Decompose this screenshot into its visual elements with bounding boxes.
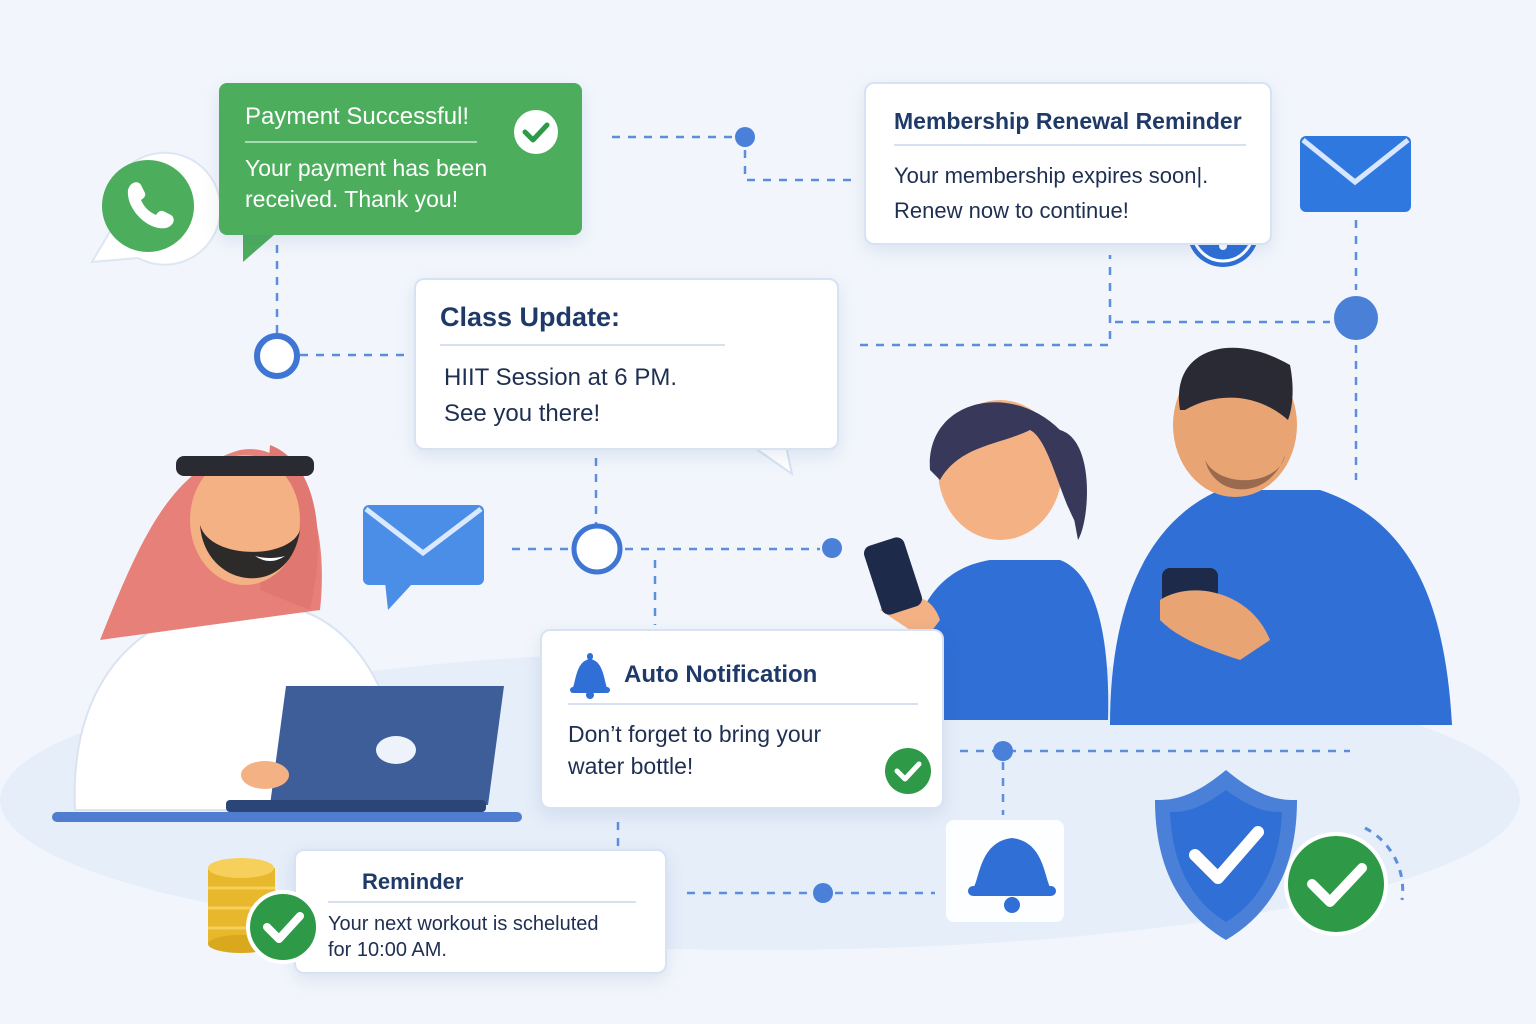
renewal-title: Membership Renewal Reminder xyxy=(894,108,1242,134)
class-bubble-tail xyxy=(748,445,794,477)
check-icon xyxy=(246,890,320,964)
check-icon xyxy=(514,110,558,154)
auto-notification-line-1: Don’t forget to bring your xyxy=(568,721,822,747)
divider xyxy=(568,703,918,705)
divider xyxy=(894,144,1246,146)
payment-line-1: Your payment has been xyxy=(245,155,488,181)
payment-success-card: Payment Successful! Your payment has bee… xyxy=(219,83,582,235)
man-with-laptop-figure xyxy=(52,445,522,822)
auto-notification-card: Auto Notification Don’t forget to bring … xyxy=(540,629,944,809)
payment-message: Your payment has been received. Thank yo… xyxy=(245,153,487,214)
membership-renewal-card: Membership Renewal Reminder Your members… xyxy=(864,82,1272,245)
payment-bubble-tail xyxy=(243,228,282,262)
divider xyxy=(328,901,636,903)
reminder-title: Reminder xyxy=(362,869,464,894)
renewal-line-2: Renew now to continue! xyxy=(894,198,1129,224)
connector-lines xyxy=(275,135,1358,895)
reminder-line-1: Your next workout is scheluted xyxy=(328,913,599,935)
check-icon xyxy=(885,748,931,794)
class-update-message: HIIT Session at 6 PM. See you there! xyxy=(444,360,677,432)
reminder-message: Your next workout is scheluted for 10:00… xyxy=(328,911,599,963)
check-icon xyxy=(1284,826,1405,936)
auto-notification-line-2: water bottle! xyxy=(568,752,694,779)
payment-title: Payment Successful! xyxy=(245,103,470,130)
connector-nodes xyxy=(254,127,1378,903)
woman-with-phone-figure xyxy=(863,400,1109,720)
divider xyxy=(245,141,477,143)
email-icon xyxy=(1300,136,1411,212)
divider xyxy=(440,344,725,346)
auto-notification-title: Auto Notification xyxy=(624,661,818,688)
class-update-line-2: See you there! xyxy=(444,400,601,427)
whatsapp-icon xyxy=(90,151,222,266)
workout-reminder-card: Reminder Your next workout is scheluted … xyxy=(294,849,667,974)
email-bubble-icon xyxy=(363,505,484,610)
bell-icon xyxy=(570,653,610,699)
bell-icon xyxy=(946,820,1064,922)
payment-line-2: received. Thank you! xyxy=(245,185,459,212)
class-update-card: Class Update: HIIT Session at 6 PM. See … xyxy=(414,278,839,450)
reminder-line-2: for 10:00 AM. xyxy=(328,939,447,961)
class-update-title: Class Update: xyxy=(440,302,621,332)
class-update-line-1: HIIT Session at 6 PM. xyxy=(444,364,677,391)
man-with-phone-figure xyxy=(1110,347,1452,725)
renewal-message: Your membership expires soon|. Renew now… xyxy=(894,158,1208,228)
renewal-line-1: Your membership expires soon|. xyxy=(894,163,1209,188)
auto-notification-message: Don’t forget to bring your water bottle! xyxy=(568,719,821,782)
shield-check-icon xyxy=(1155,770,1297,940)
